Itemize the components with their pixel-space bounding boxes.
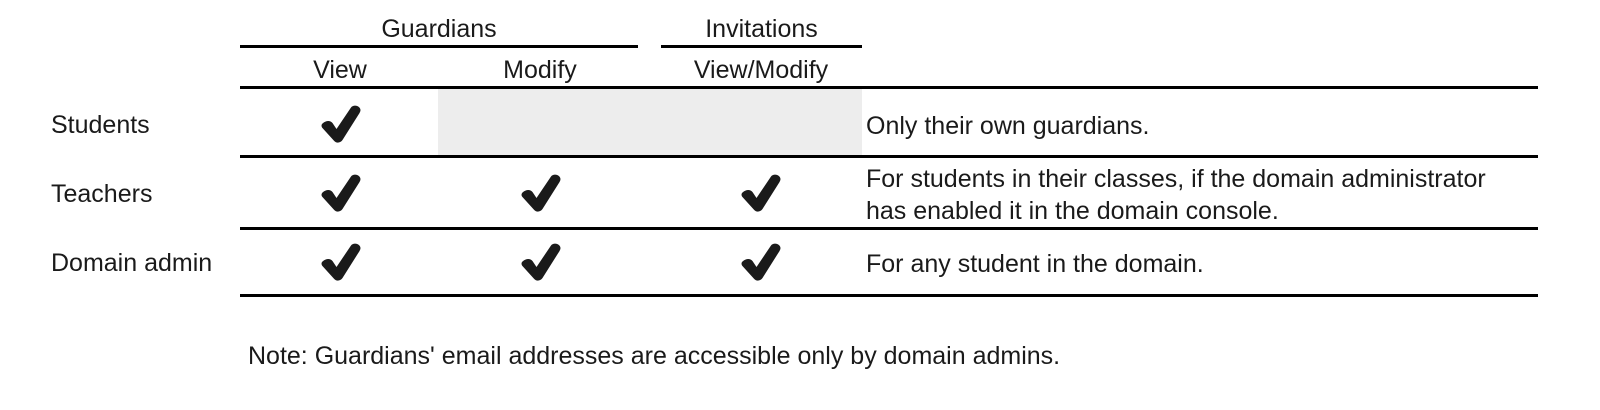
row-description-teachers-line2: has enabled it in the domain console. — [866, 197, 1279, 225]
row-description-teachers-line1: For students in their classes, if the do… — [866, 165, 1486, 193]
group-header-guardians: Guardians — [381, 15, 497, 43]
row-rule-after-teachers — [240, 227, 1538, 230]
row-label-students: Students — [51, 111, 150, 139]
group-header-invitations-underline — [661, 45, 862, 48]
check-icon — [730, 242, 790, 282]
group-header-invitations: Invitations — [705, 15, 818, 43]
table-bottom-rule — [240, 294, 1538, 297]
footer-note: Note: Guardians' email addresses are acc… — [248, 342, 1061, 370]
row-label-domain-admin: Domain admin — [51, 249, 213, 277]
check-icon — [310, 242, 370, 282]
column-header-view: View — [313, 56, 367, 84]
header-bottom-rule — [240, 86, 1538, 89]
column-header-modify: Modify — [503, 56, 577, 84]
check-icon — [310, 173, 370, 213]
row-label-teachers: Teachers — [51, 180, 153, 208]
check-icon — [510, 173, 570, 213]
column-header-view-modify: View/Modify — [693, 56, 829, 84]
blocked-cell-students-modify-and-invitations — [438, 89, 862, 156]
row-description-students: Only their own guardians. — [866, 112, 1150, 140]
check-icon — [310, 104, 370, 144]
row-rule-after-students — [240, 155, 1538, 158]
check-icon — [730, 173, 790, 213]
group-header-guardians-underline — [240, 45, 638, 48]
check-icon — [510, 242, 570, 282]
row-description-domain-admin: For any student in the domain. — [866, 250, 1204, 278]
